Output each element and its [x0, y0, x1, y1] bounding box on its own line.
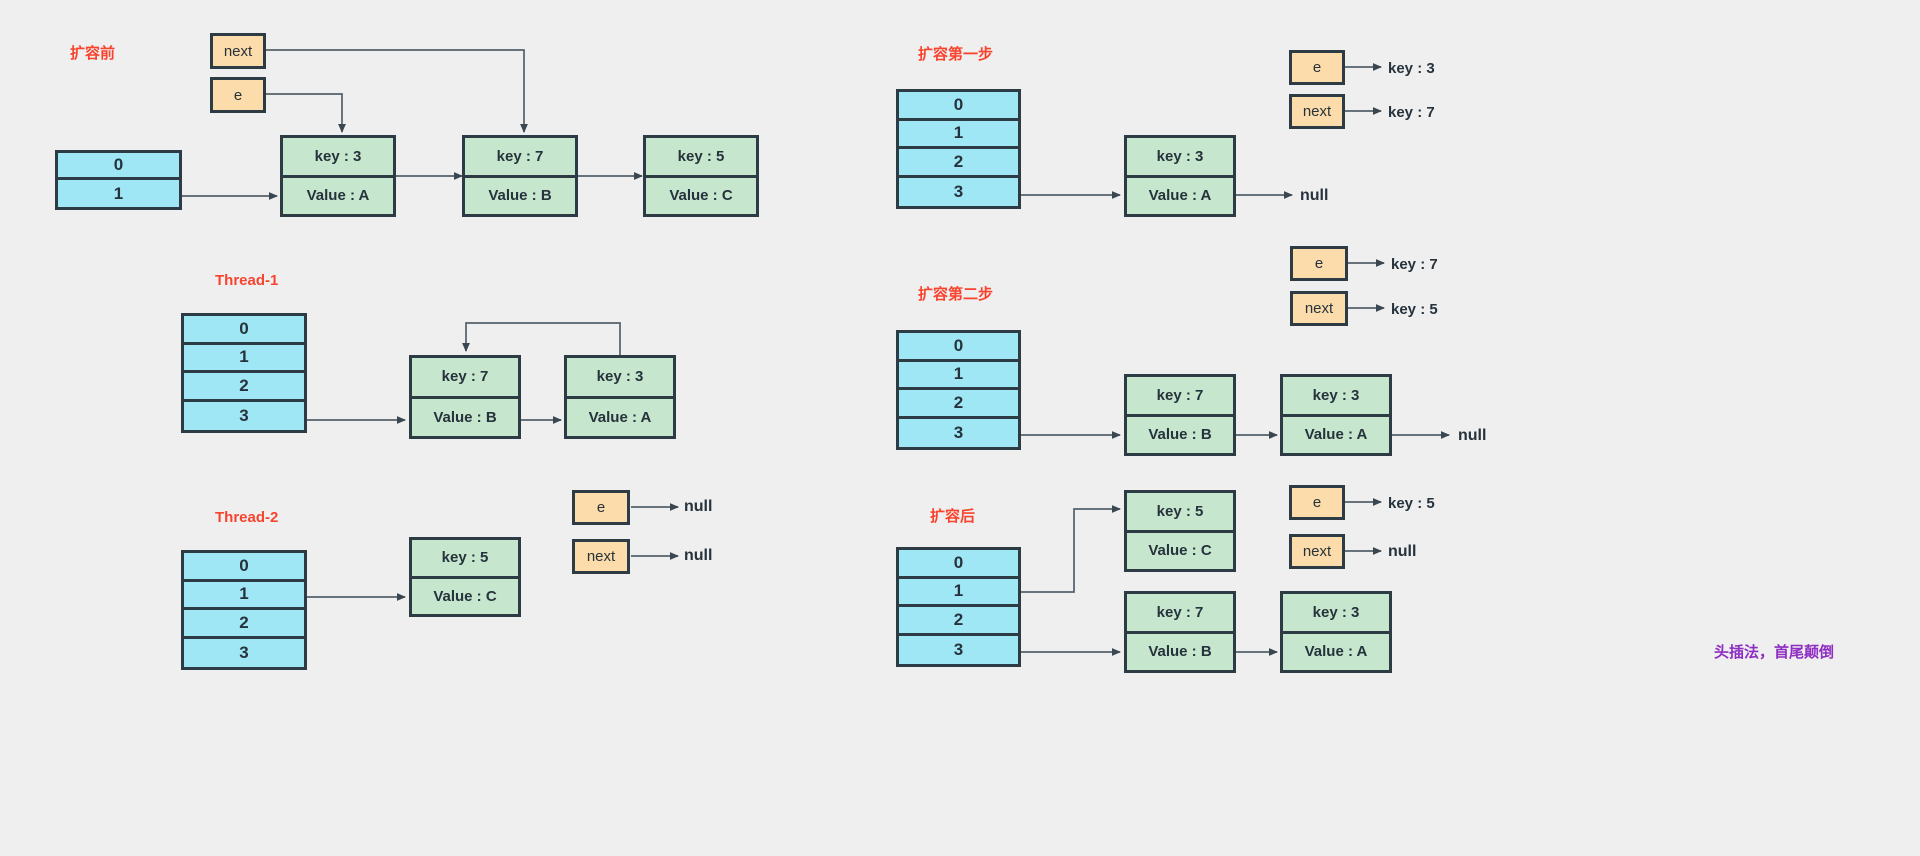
- entry-key: key : 5: [412, 540, 518, 579]
- bucket-array-step1[interactable]: 0 1 2 3: [896, 89, 1021, 209]
- entry-key: key : 3: [1283, 594, 1389, 634]
- bucket-array-thread2[interactable]: 0 1 2 3: [181, 550, 307, 670]
- bucket-cell[interactable]: 1: [899, 361, 1018, 391]
- note-head-insertion: 头插法，首尾颠倒: [1714, 644, 1835, 661]
- entry-key: key : 3: [1283, 377, 1389, 417]
- list-tail-null: null: [1458, 427, 1487, 444]
- pointer-target-key: key : 5: [1391, 301, 1438, 318]
- bucket-cell[interactable]: 2: [899, 390, 1018, 419]
- entry-node[interactable]: key : 7 Value : B: [409, 355, 521, 439]
- bucket-cell[interactable]: 0: [899, 550, 1018, 579]
- pointer-target-key: key : 3: [1388, 60, 1435, 77]
- entry-value: Value : C: [1148, 542, 1212, 560]
- entry-value: Value : A: [1148, 187, 1212, 205]
- bucket-cell[interactable]: 3: [899, 177, 1018, 207]
- caption-after-resize: 扩容后: [930, 508, 976, 525]
- entry-key: key : 3: [283, 138, 393, 178]
- entry-value: Value : C: [669, 187, 733, 205]
- entry-node[interactable]: key : 3 Value : A: [280, 135, 396, 217]
- bucket-array-before[interactable]: 0 1: [55, 150, 182, 210]
- pointer-target-key: key : 7: [1391, 256, 1438, 273]
- entry-value: Value : A: [306, 187, 370, 205]
- var-box-e-after[interactable]: e: [1289, 485, 1345, 520]
- bucket-cell[interactable]: 3: [184, 638, 304, 668]
- entry-node[interactable]: key : 3 Value : A: [564, 355, 676, 439]
- entry-key: key : 7: [412, 358, 518, 399]
- entry-value: Value : B: [1148, 426, 1212, 444]
- bucket-array-thread1[interactable]: 0 1 2 3: [181, 313, 307, 433]
- bucket-array-after[interactable]: 0 1 2 3: [896, 547, 1021, 667]
- bucket-cell[interactable]: 0: [184, 316, 304, 345]
- var-box-e-before[interactable]: e: [210, 77, 266, 113]
- bucket-cell[interactable]: 0: [58, 153, 179, 181]
- bucket-array-step2[interactable]: 0 1 2 3: [896, 330, 1021, 450]
- caption-thread-2: Thread-2: [215, 509, 279, 526]
- var-box-e-step2[interactable]: e: [1290, 246, 1348, 281]
- entry-node[interactable]: key : 7 Value : B: [462, 135, 578, 217]
- var-box-e-step1[interactable]: e: [1289, 50, 1345, 85]
- entry-key: key : 3: [567, 358, 673, 399]
- var-box-next-before[interactable]: next: [210, 33, 266, 69]
- bucket-cell[interactable]: 0: [899, 92, 1018, 121]
- entry-value: Value : B: [488, 187, 552, 205]
- conn-af-bucket1-to-key5: [1021, 505, 1121, 593]
- entry-node[interactable]: key : 7 Value : B: [1124, 591, 1236, 673]
- bucket-cell[interactable]: 2: [899, 607, 1018, 636]
- bucket-cell[interactable]: 3: [899, 418, 1018, 448]
- entry-value: Value : B: [1148, 643, 1212, 661]
- entry-value: Value : A: [1304, 426, 1368, 444]
- caption-step-1: 扩容第一步: [918, 46, 994, 63]
- entry-value: Value : C: [433, 587, 497, 605]
- entry-key: key : 3: [1127, 138, 1233, 178]
- bucket-cell[interactable]: 3: [184, 401, 304, 431]
- pointer-target-null: null: [684, 498, 713, 515]
- entry-key: key : 7: [465, 138, 575, 178]
- bucket-cell[interactable]: 1: [899, 578, 1018, 608]
- entry-node[interactable]: key : 5 Value : C: [643, 135, 759, 217]
- bucket-cell[interactable]: 2: [899, 149, 1018, 178]
- bucket-cell[interactable]: 0: [899, 333, 1018, 362]
- entry-key: key : 5: [1127, 493, 1233, 533]
- var-box-next-step2[interactable]: next: [1290, 291, 1348, 326]
- pointer-target-key: key : 5: [1388, 495, 1435, 512]
- entry-value: Value : A: [1304, 643, 1368, 661]
- pointer-target-null: null: [1388, 543, 1417, 560]
- var-box-e-thread2[interactable]: e: [572, 490, 630, 525]
- bucket-cell[interactable]: 2: [184, 610, 304, 639]
- entry-node[interactable]: key : 3 Value : A: [1124, 135, 1236, 217]
- entry-key: key : 7: [1127, 377, 1233, 417]
- bucket-cell[interactable]: 1: [58, 180, 179, 207]
- bucket-cell[interactable]: 0: [184, 553, 304, 582]
- pointer-target-null: null: [684, 547, 713, 564]
- conn-t1-cycle-key3-to-key7: [462, 322, 621, 357]
- bucket-cell[interactable]: 3: [899, 635, 1018, 665]
- pointer-target-key: key : 7: [1388, 104, 1435, 121]
- conn-before-next-to-key7: [266, 49, 528, 133]
- entry-node[interactable]: key : 5 Value : C: [1124, 490, 1236, 572]
- entry-node[interactable]: key : 5 Value : C: [409, 537, 521, 617]
- entry-node[interactable]: key : 3 Value : A: [1280, 374, 1392, 456]
- caption-thread-1: Thread-1: [215, 272, 279, 289]
- bucket-cell[interactable]: 1: [899, 120, 1018, 150]
- var-box-next-thread2[interactable]: next: [572, 539, 630, 574]
- conn-before-e-to-key3: [266, 93, 346, 133]
- caption-before-resize: 扩容前: [70, 45, 116, 62]
- entry-key: key : 7: [1127, 594, 1233, 634]
- entry-node[interactable]: key : 3 Value : A: [1280, 591, 1392, 673]
- caption-step-2: 扩容第二步: [918, 286, 994, 303]
- bucket-cell[interactable]: 1: [184, 344, 304, 374]
- entry-key: key : 5: [646, 138, 756, 178]
- var-box-next-after[interactable]: next: [1289, 534, 1345, 569]
- entry-node[interactable]: key : 7 Value : B: [1124, 374, 1236, 456]
- bucket-cell[interactable]: 1: [184, 581, 304, 611]
- bucket-cell[interactable]: 2: [184, 373, 304, 402]
- list-tail-null: null: [1300, 187, 1329, 204]
- var-box-next-step1[interactable]: next: [1289, 94, 1345, 129]
- entry-value: Value : B: [433, 408, 497, 426]
- entry-value: Value : A: [588, 408, 652, 426]
